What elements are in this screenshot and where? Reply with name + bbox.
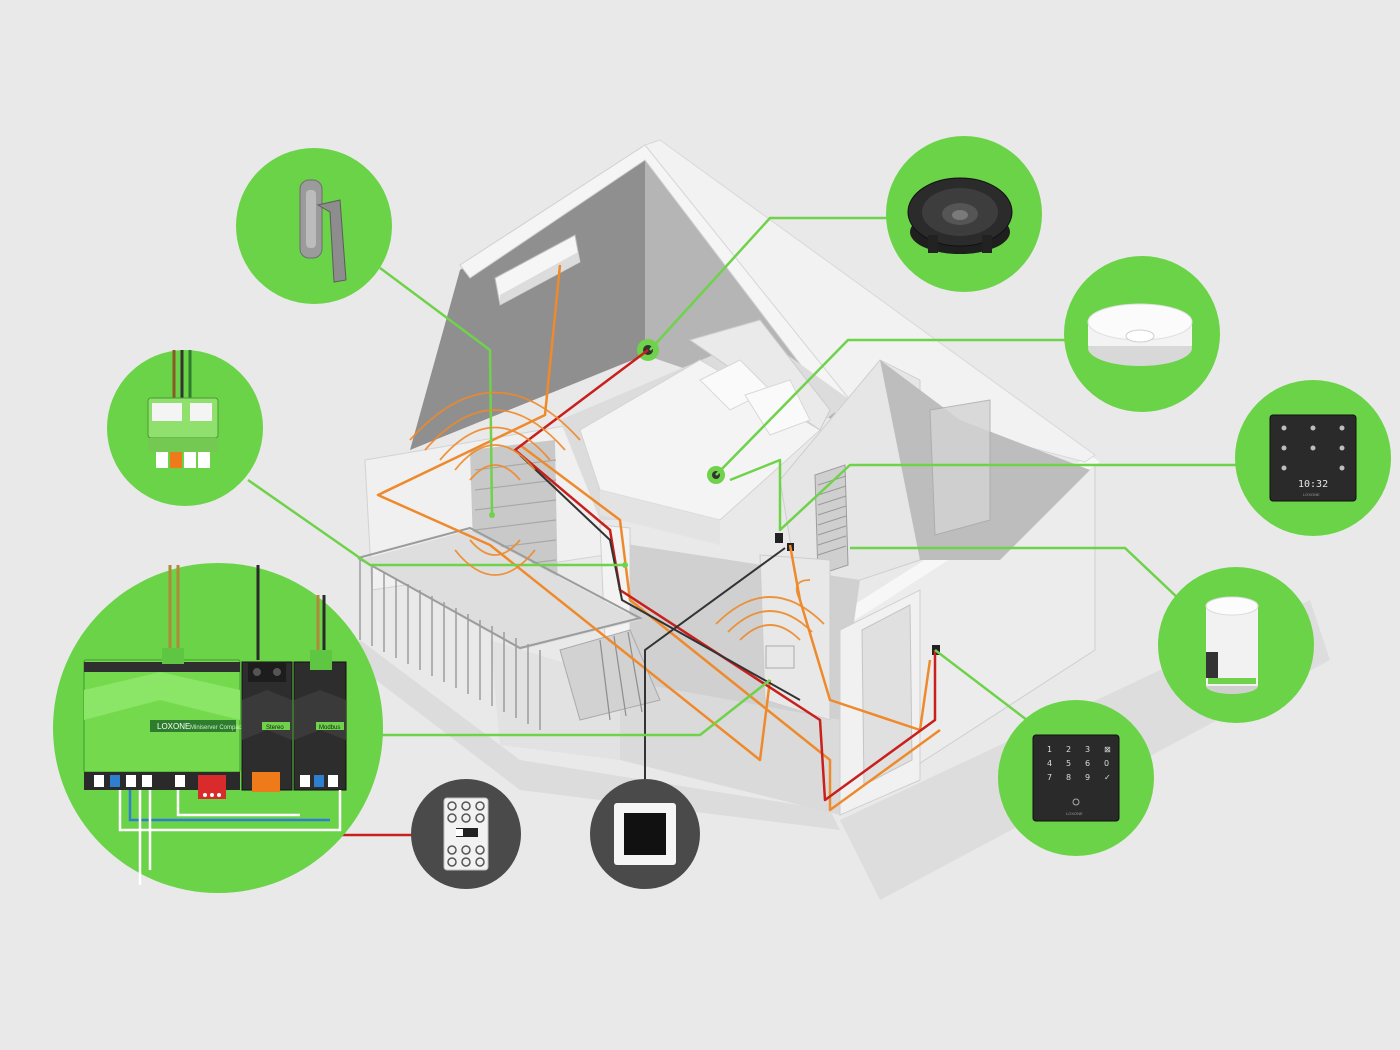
- keypad-key[interactable]: ⊠: [1104, 745, 1111, 754]
- miniserver-icon: LOXONE Miniserver Compact Stereo: [83, 565, 347, 885]
- miniserver-model: Miniserver Compact: [190, 725, 244, 731]
- wall-switch-icon: [614, 803, 676, 865]
- keypad-key[interactable]: ✓: [1104, 773, 1111, 782]
- keypad-key[interactable]: 6: [1085, 759, 1090, 768]
- touch-panel-icon: 10:32 LOXONE: [1269, 414, 1357, 502]
- keypad-key[interactable]: 7: [1047, 773, 1052, 782]
- keypad-key[interactable]: 8: [1066, 773, 1071, 782]
- access-keypad-node[interactable]: 1 2 3 ⊠ 4 5 6 0 7 8 9 ✓ LOXONE: [998, 700, 1154, 856]
- wireless-extension-node[interactable]: [1158, 567, 1314, 723]
- keypad-key[interactable]: 2: [1066, 745, 1071, 754]
- keypad-key[interactable]: 1: [1047, 745, 1052, 754]
- presence-sensor-node[interactable]: [1064, 256, 1220, 412]
- keypad-key[interactable]: 9: [1085, 773, 1090, 782]
- house-cutaway: [350, 139, 1330, 900]
- keypad-key[interactable]: 0: [1104, 759, 1109, 768]
- miniserver-brand: LOXONE: [157, 722, 190, 731]
- relay-module-icon: [147, 350, 219, 468]
- window-handle-node[interactable]: [236, 148, 392, 304]
- keypad-key[interactable]: 4: [1047, 759, 1052, 768]
- window-handle-icon: [299, 179, 347, 283]
- presence-sensor-icon: [1087, 303, 1193, 366]
- extension-modbus-label: Modbus: [319, 725, 340, 731]
- relay-module-node[interactable]: [107, 350, 263, 506]
- touch-panel-time: 10:32: [1298, 479, 1328, 490]
- speaker-icon: [907, 177, 1013, 254]
- speaker-node[interactable]: [886, 136, 1042, 292]
- circuit-breaker-node[interactable]: [411, 779, 521, 889]
- touch-panel-node[interactable]: 10:32 LOXONE: [1235, 380, 1391, 536]
- touch-panel-brand: LOXONE: [1303, 492, 1320, 497]
- keypad-brand: LOXONE: [1066, 811, 1083, 816]
- wireless-extension-icon: [1205, 596, 1259, 694]
- keypad-key[interactable]: 5: [1066, 759, 1071, 768]
- extension-stereo-label: Stereo: [266, 725, 284, 731]
- miniserver-node[interactable]: LOXONE Miniserver Compact Stereo: [53, 563, 383, 893]
- wall-switch-node[interactable]: [590, 779, 700, 889]
- keypad-key[interactable]: 3: [1085, 745, 1090, 754]
- circuit-breaker-icon: [443, 797, 489, 871]
- access-keypad-icon: 1 2 3 ⊠ 4 5 6 0 7 8 9 ✓ LOXONE: [1032, 734, 1120, 822]
